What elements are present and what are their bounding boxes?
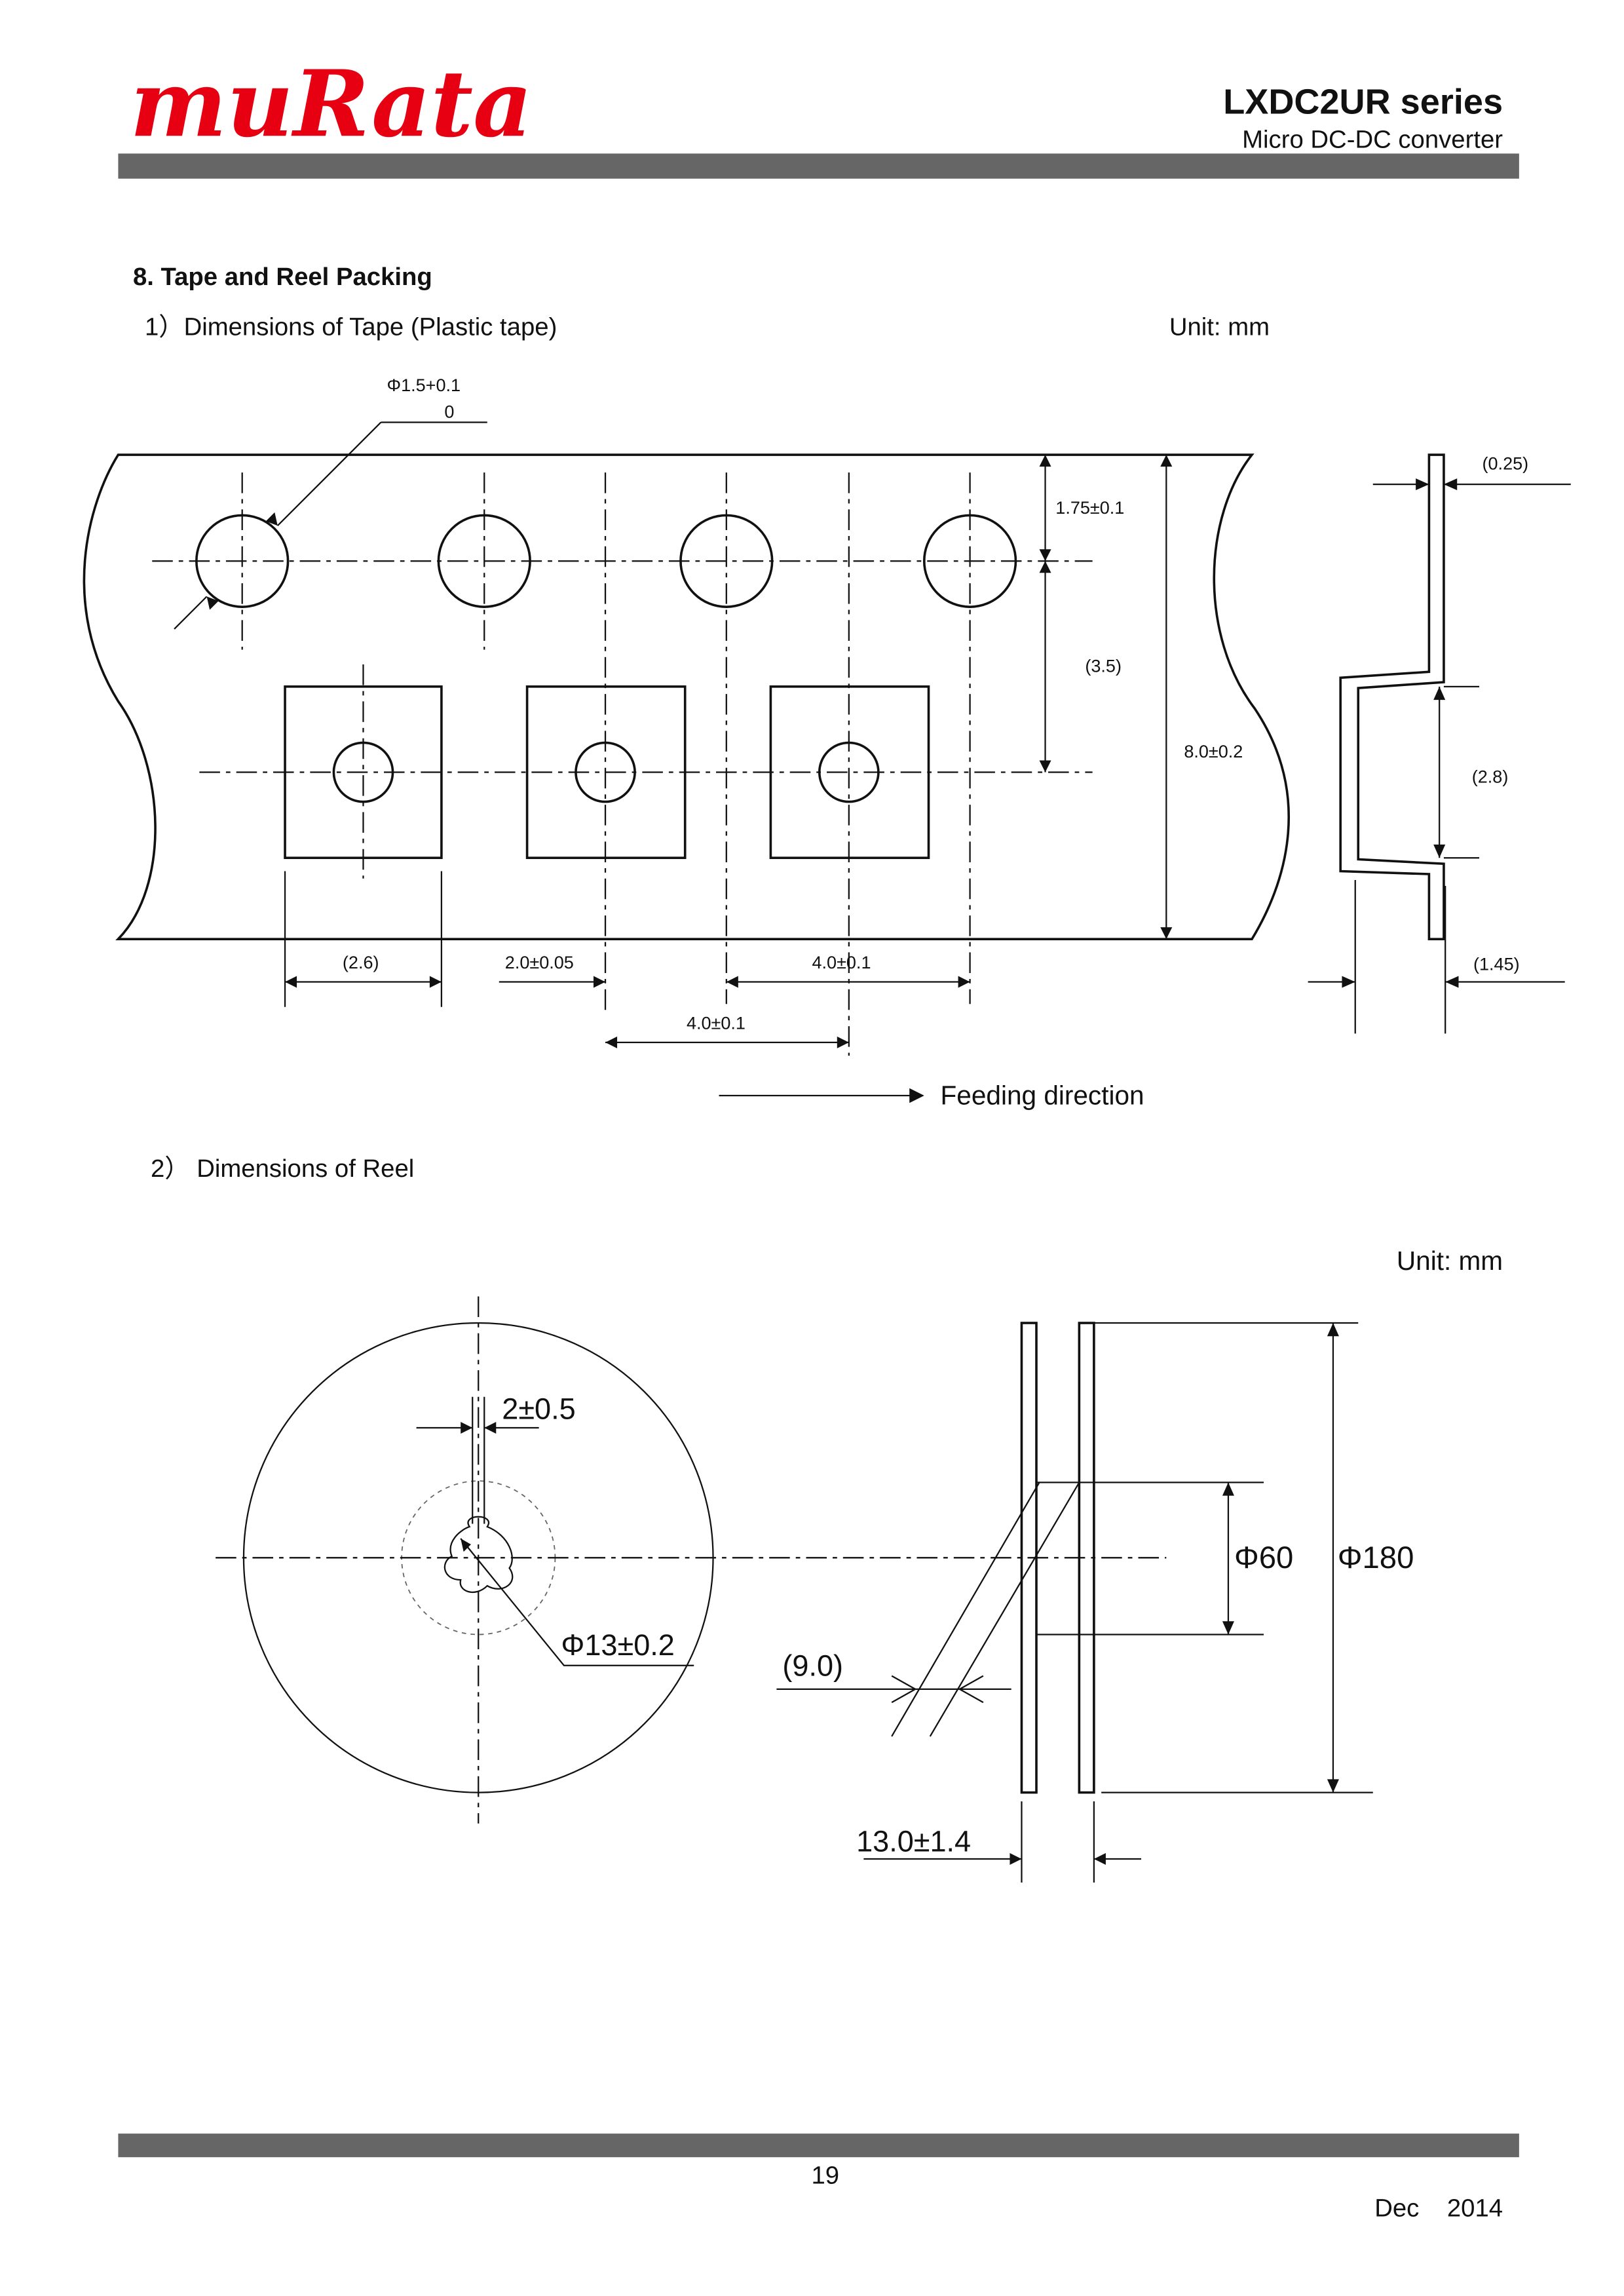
dim-2-0: 2.0±0.05 bbox=[505, 953, 574, 972]
tape-drawing: Φ1.5+0.1 0 1.75±0.1 (3.5) 8.0±0.2 (2.6) … bbox=[83, 375, 1571, 1056]
dim-9-0: (9.0) bbox=[782, 1649, 843, 1683]
dim-hub: Φ13±0.2 bbox=[561, 1628, 674, 1662]
dim-4-0-b: 4.0±0.1 bbox=[687, 1014, 746, 1033]
footer-bar bbox=[118, 2133, 1519, 2158]
series-title: LXDC2UR series bbox=[1223, 83, 1503, 122]
dim-phi180: Φ180 bbox=[1338, 1540, 1414, 1575]
dim-phi60: Φ60 bbox=[1234, 1540, 1293, 1575]
section-title: 8. Tape and Reel Packing bbox=[133, 263, 432, 291]
series-subtitle: Micro DC-DC converter bbox=[1242, 125, 1503, 153]
dim-hole-dia: Φ1.5+0.1 bbox=[387, 375, 461, 395]
dim-1-75: 1.75±0.1 bbox=[1055, 498, 1124, 518]
reel-heading: 2） Dimensions of Reel bbox=[151, 1155, 414, 1183]
dim-8-0: 8.0±0.2 bbox=[1184, 742, 1243, 761]
dim-4-0-a: 4.0±0.1 bbox=[812, 953, 871, 972]
header-bar bbox=[118, 153, 1519, 179]
dim-2-6: (2.6) bbox=[343, 953, 379, 972]
dim-1-45: (1.45) bbox=[1473, 954, 1520, 974]
dim-hole-dia-lower: 0 bbox=[444, 402, 454, 422]
reel-side-drawing: Φ60 Φ180 (9.0) 13.0±1.4 bbox=[776, 1322, 1414, 1883]
tape-heading: 1）Dimensions of Tape (Plastic tape) bbox=[145, 313, 557, 341]
feeding-direction: Feeding direction bbox=[941, 1081, 1144, 1111]
dim-0-25: (0.25) bbox=[1482, 454, 1529, 474]
reel-front-drawing: 2±0.5 Φ13±0.2 bbox=[216, 1296, 1167, 1824]
dim-13-0: 13.0±1.4 bbox=[856, 1825, 971, 1858]
tape-unit: Unit: mm bbox=[1169, 313, 1270, 341]
reel-unit: Unit: mm bbox=[1397, 1246, 1503, 1276]
dim-slot: 2±0.5 bbox=[502, 1392, 575, 1425]
page-number: 19 bbox=[811, 2162, 839, 2190]
murata-logo: muRata bbox=[130, 50, 532, 157]
dim-3-5: (3.5) bbox=[1085, 656, 1122, 676]
dim-2-8: (2.8) bbox=[1472, 767, 1509, 786]
footer-date: Dec 2014 bbox=[1374, 2194, 1503, 2222]
